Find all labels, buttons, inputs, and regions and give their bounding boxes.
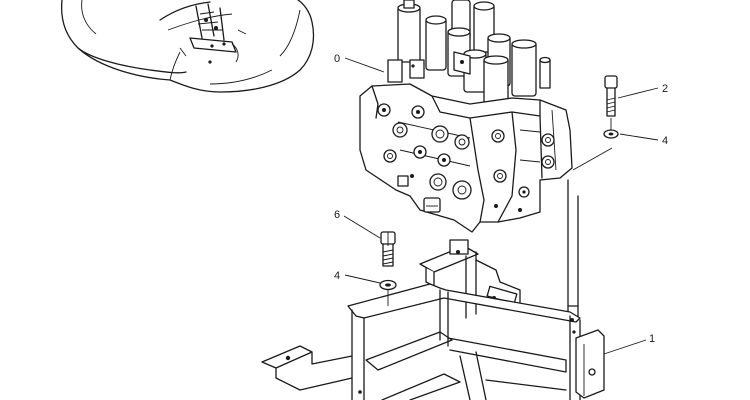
control-valve-assembly <box>359 0 573 233</box>
machine-body-outline <box>60 0 315 93</box>
callout-6: 6 <box>334 209 340 221</box>
callout-4-lower: 4 <box>334 270 340 282</box>
alignment-lines <box>387 118 613 306</box>
valve-spool-caps <box>387 0 551 109</box>
valve-block-body <box>359 83 573 233</box>
callout-4-upper: 4 <box>662 135 668 147</box>
washer-item-4-lower <box>379 279 397 291</box>
mounting-bracket-frame <box>261 179 605 400</box>
callout-1: 1 <box>649 333 655 345</box>
callout-leaders <box>343 57 659 355</box>
bolt-item-2 <box>604 75 618 117</box>
washer-item-4-upper <box>603 129 619 139</box>
callout-2: 2 <box>662 83 668 95</box>
callout-0: 0 <box>334 53 340 65</box>
